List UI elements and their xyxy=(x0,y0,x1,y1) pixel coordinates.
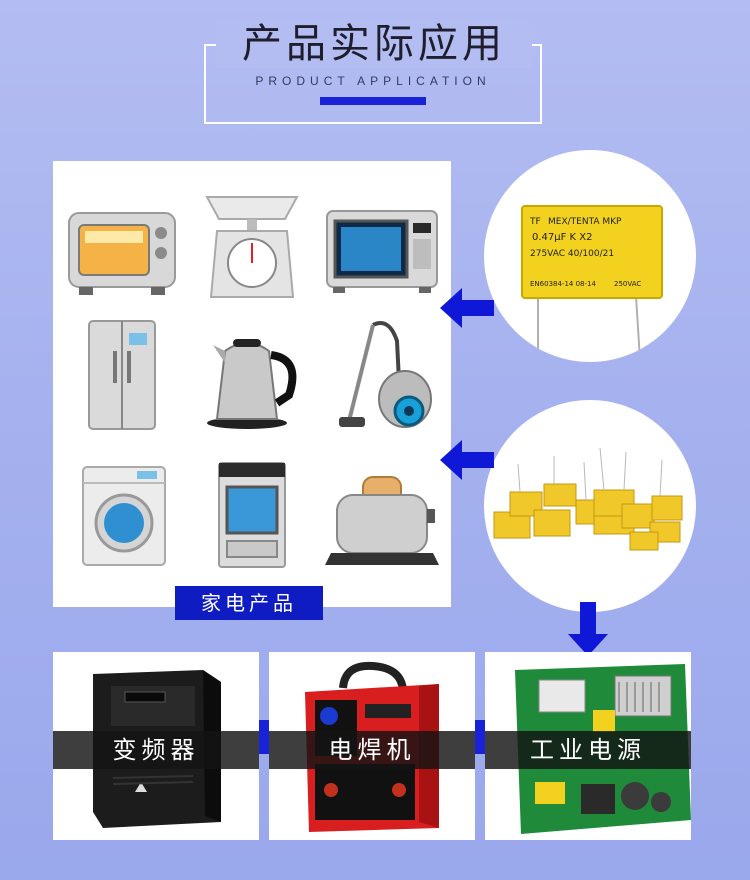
arrow-down-icon xyxy=(568,602,608,656)
page-subtitle: PRODUCT APPLICATION xyxy=(255,74,491,88)
application-card-welder: 电焊机 xyxy=(269,652,475,840)
capacitor-closeup-circle: TF MEX/TENTA MKP 0.47μF K X2 275VAC 40/1… xyxy=(484,150,696,362)
application-label: 电焊机 xyxy=(269,731,475,769)
capacitor-line-1: MEX/TENTA MKP xyxy=(548,217,622,227)
page-title: 产品实际应用 xyxy=(216,20,532,68)
electric-kettle-icon xyxy=(189,311,315,441)
capacitor-line-3: 275VAC 40/100/21 xyxy=(530,249,614,259)
washing-machine-icon xyxy=(59,451,185,581)
application-label: 工业电源 xyxy=(485,731,691,769)
application-card-industrial-power: 工业电源 xyxy=(485,652,691,840)
application-card-inverter: 变频器 xyxy=(53,652,259,840)
microwave-icon xyxy=(319,181,445,311)
arrow-left-icon xyxy=(440,440,494,480)
stove-icon xyxy=(189,451,315,581)
refrigerator-icon xyxy=(59,311,185,441)
capacitor-line-5: 250VAC xyxy=(614,280,641,288)
toaster-icon xyxy=(319,451,445,581)
capacitor-brand: TF xyxy=(529,217,541,227)
capacitor-group-circle xyxy=(484,400,696,612)
capacitor-line-4: EN60384-14 08-14 xyxy=(530,280,596,288)
section-header: 产品实际应用 PRODUCT APPLICATION xyxy=(204,20,544,126)
vacuum-cleaner-icon xyxy=(319,311,445,441)
capacitor-line-2: 0.47μF K X2 xyxy=(532,232,593,243)
header-accent-bar xyxy=(320,97,426,105)
card-connector xyxy=(475,720,487,754)
home-appliances-panel xyxy=(53,161,451,607)
oven-icon xyxy=(59,181,185,311)
home-appliances-tag: 家电产品 xyxy=(175,586,323,620)
arrow-left-icon xyxy=(440,288,494,328)
card-connector xyxy=(259,720,271,754)
application-label: 变频器 xyxy=(53,731,259,769)
kitchen-scale-icon xyxy=(189,181,315,311)
